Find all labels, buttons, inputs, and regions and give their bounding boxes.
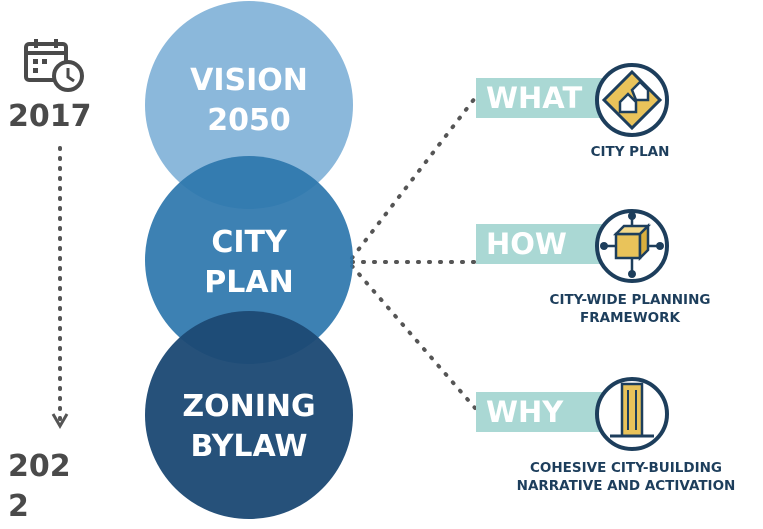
circle-city-plan xyxy=(145,156,353,364)
timeline-arrowhead xyxy=(51,413,69,429)
caption-why-line1: COHESIVE CITY-BUILDING xyxy=(529,460,723,476)
tag-how: HOW xyxy=(486,227,567,261)
tag-how-bg xyxy=(476,224,616,264)
circle-vision-2050 xyxy=(145,1,353,209)
caption-why-line2: NARRATIVE AND ACTIVATION xyxy=(516,478,736,494)
network-cube-icon xyxy=(595,209,669,283)
city-plan-label-line2: PLAN xyxy=(204,265,294,300)
tag-why-bg xyxy=(476,392,616,432)
vision-label-line1: VISION xyxy=(190,63,308,98)
tag-why: WHY xyxy=(486,395,564,429)
caption-how-line1: CITY-WIDE PLANNING xyxy=(549,292,711,308)
caption-how-line2: FRAMEWORK xyxy=(580,310,680,326)
circle-zoning-bylaw xyxy=(145,311,353,519)
city-plan-label-line1: CITY xyxy=(211,225,287,260)
caption-what-line1: CITY PLAN xyxy=(590,144,670,160)
start-year: 2017 xyxy=(8,99,92,134)
building-icon xyxy=(595,377,669,451)
connector-why xyxy=(350,264,477,410)
tag-what-bg xyxy=(476,78,616,118)
zoning-label-line1: ZONING xyxy=(182,389,316,424)
zoning-label-line2: BYLAW xyxy=(190,429,308,464)
calendar-clock-icon xyxy=(24,39,84,92)
end-year-line2: 2 xyxy=(8,489,29,524)
connector-what xyxy=(350,96,477,260)
tag-what: WHAT xyxy=(486,81,583,115)
city-map-icon xyxy=(595,63,669,137)
vision-label-line2: 2050 xyxy=(207,103,291,138)
end-year-line1: 202 xyxy=(8,449,71,484)
